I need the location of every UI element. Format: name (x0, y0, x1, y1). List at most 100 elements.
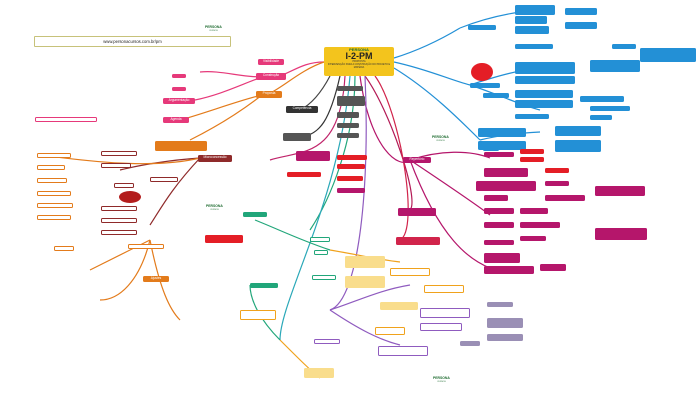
right-pink-node (595, 186, 645, 196)
right-node (483, 146, 499, 151)
bottom-text (370, 386, 384, 392)
purple-item (378, 346, 428, 356)
right-node (478, 128, 526, 137)
right-pink-node (484, 168, 528, 177)
left-text (115, 88, 155, 96)
right-node (580, 96, 624, 102)
branch-ajustes[interactable]: Ajustes (143, 276, 169, 282)
yellow-item (375, 327, 405, 335)
left-text (85, 58, 119, 70)
branch-construcao[interactable]: Construção (256, 73, 286, 80)
right-node (590, 115, 612, 120)
left-text (38, 126, 74, 134)
center-red-node (287, 172, 321, 177)
right-node (555, 140, 601, 152)
yellow-node (345, 276, 385, 288)
right-node (515, 100, 573, 108)
lower-left-text (58, 298, 108, 308)
right-node (468, 25, 496, 30)
lower-left-text (73, 265, 129, 275)
comp-node (337, 96, 365, 106)
left-orange-item (37, 191, 71, 196)
bottom-text (370, 393, 384, 399)
left-orange-item (37, 153, 71, 158)
branch-argumentacao[interactable]: Argumentação (163, 98, 195, 104)
branch-repertorio[interactable]: Repertório (403, 157, 431, 163)
root-node[interactable]: PERSONA I-2-PM PROPOSTA INTERVENÇÃO PARA… (324, 47, 394, 76)
right-pink-node (484, 208, 514, 214)
lower-left-item (128, 244, 164, 249)
center-text (256, 151, 286, 161)
branch-competencia[interactable]: Competência (286, 106, 318, 113)
purple-item (420, 308, 470, 318)
right-red-node (520, 149, 544, 154)
comp-label (368, 86, 390, 91)
root-logo: PERSONA (349, 47, 369, 52)
left-text (195, 56, 235, 66)
url-box[interactable]: www.personacursos.com.br/pm (34, 36, 231, 47)
right-pink-node (520, 208, 548, 214)
purple-item (314, 339, 340, 344)
right-node (483, 93, 509, 98)
center-red-node (337, 176, 363, 181)
lower-left-text (185, 264, 215, 274)
lower-left-text (185, 280, 215, 290)
left-pink-small (172, 74, 186, 78)
lower-left-text (136, 268, 166, 278)
green-item (310, 237, 330, 242)
root-subtitle-2: INTERVENÇÃO PARA A CONSTRUÇÃO DO PROJETO… (327, 62, 391, 69)
micro-item (101, 218, 137, 223)
right-pink-node (484, 195, 508, 201)
branch-proposta[interactable]: Proposta (256, 91, 282, 98)
right-node (515, 26, 549, 34)
right-pink-node (545, 195, 585, 201)
center-red-node (337, 155, 367, 160)
green-item (312, 275, 336, 280)
branch-agenda[interactable]: Agenda (163, 117, 189, 123)
bottom-text (370, 362, 384, 370)
right-node (515, 44, 553, 49)
micro-item (101, 151, 137, 156)
branch-microconcessao[interactable]: Microconcessão (198, 155, 232, 162)
lower-left-text (138, 318, 182, 326)
right-pink-node (484, 152, 514, 157)
right-node (515, 114, 549, 119)
left-pink-small (172, 87, 186, 91)
right-node (470, 83, 500, 88)
right-pink-node (484, 266, 534, 274)
center-pink-node (337, 188, 365, 193)
right-node (515, 90, 573, 98)
center-pink-node (296, 151, 330, 161)
right-node (590, 106, 630, 111)
branch-visibilidade[interactable]: Visibilidade (258, 59, 284, 65)
purple-item (420, 323, 462, 331)
left-orange-item (37, 215, 71, 220)
yellow-node (345, 256, 385, 268)
right-node (515, 76, 575, 84)
micro-item (101, 163, 131, 168)
lower-left-text (87, 318, 117, 326)
micro-item (150, 177, 178, 182)
right-node (555, 126, 601, 136)
left-orange-item (37, 178, 67, 183)
right-node (515, 5, 555, 15)
bottom-text (370, 375, 386, 383)
comp-node (283, 133, 311, 141)
center-text (302, 151, 332, 163)
right-pink-node (476, 181, 536, 191)
yellow-item (390, 268, 430, 276)
right-pink-node (545, 181, 569, 186)
left-orange-item (37, 165, 65, 170)
micro-item (101, 230, 137, 235)
root-title: I-2-PM (345, 51, 373, 61)
right-node (590, 60, 640, 72)
right-pink-node (484, 240, 514, 245)
center-pink-node (398, 208, 436, 216)
right-red-node (520, 157, 544, 162)
comp-node (337, 112, 359, 118)
center-red-node (396, 237, 440, 245)
micro-item (101, 206, 137, 211)
